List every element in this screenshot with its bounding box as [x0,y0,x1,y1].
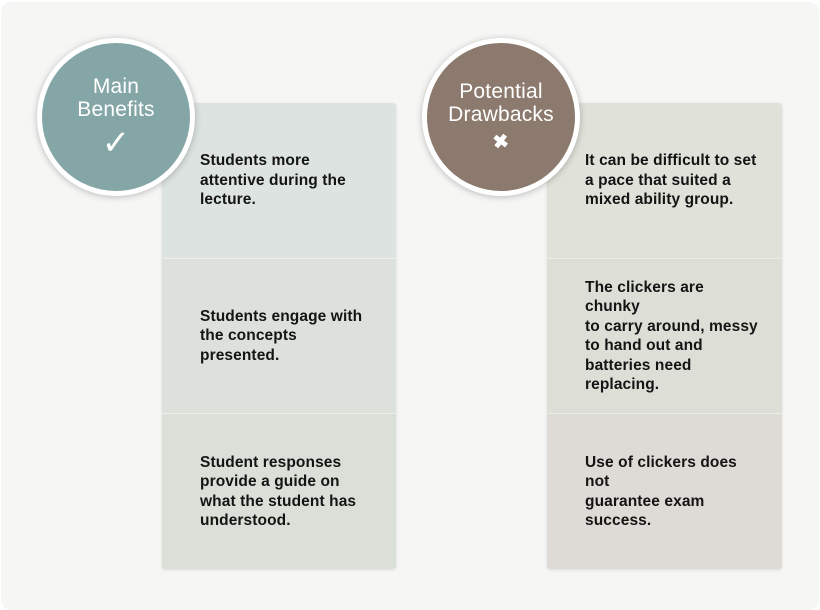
drawbacks-circle-title: Potential Drawbacks [448,80,554,126]
drawbacks-row-2: The clickers are chunky to carry around,… [547,257,782,414]
benefits-row-3: Student responses provide a guide on wha… [162,413,396,569]
benefits-row-2: Students engage with the concepts presen… [162,257,396,414]
drawbacks-circle-badge: Potential Drawbacks ✖ [422,38,580,196]
benefits-panel: Students more attentive during the lectu… [162,103,396,569]
benefits-circle-title: Main Benefits [77,75,155,121]
drawbacks-panel: It can be difficult to set a pace that s… [547,103,782,569]
cross-icon: ✖ [491,130,511,155]
drawbacks-item-text: It can be difficult to set a pace that s… [585,152,757,209]
drawbacks-item-text: The clickers are chunky to carry around,… [585,278,758,394]
benefits-item-text: Student responses provide a guide on wha… [200,453,357,530]
drawbacks-row-1: It can be difficult to set a pace that s… [547,103,782,258]
benefits-item-text: Students engage with the concepts presen… [200,307,363,364]
benefits-row-1: Students more attentive during the lectu… [162,103,396,258]
benefits-circle-badge: Main Benefits ✓ [37,38,195,196]
check-icon: ✓ [101,124,131,162]
benefits-item-text: Students more attentive during the lectu… [200,152,346,209]
drawbacks-item-text: Use of clickers does not guarantee exam … [585,453,737,530]
drawbacks-row-3: Use of clickers does not guarantee exam … [547,413,782,569]
